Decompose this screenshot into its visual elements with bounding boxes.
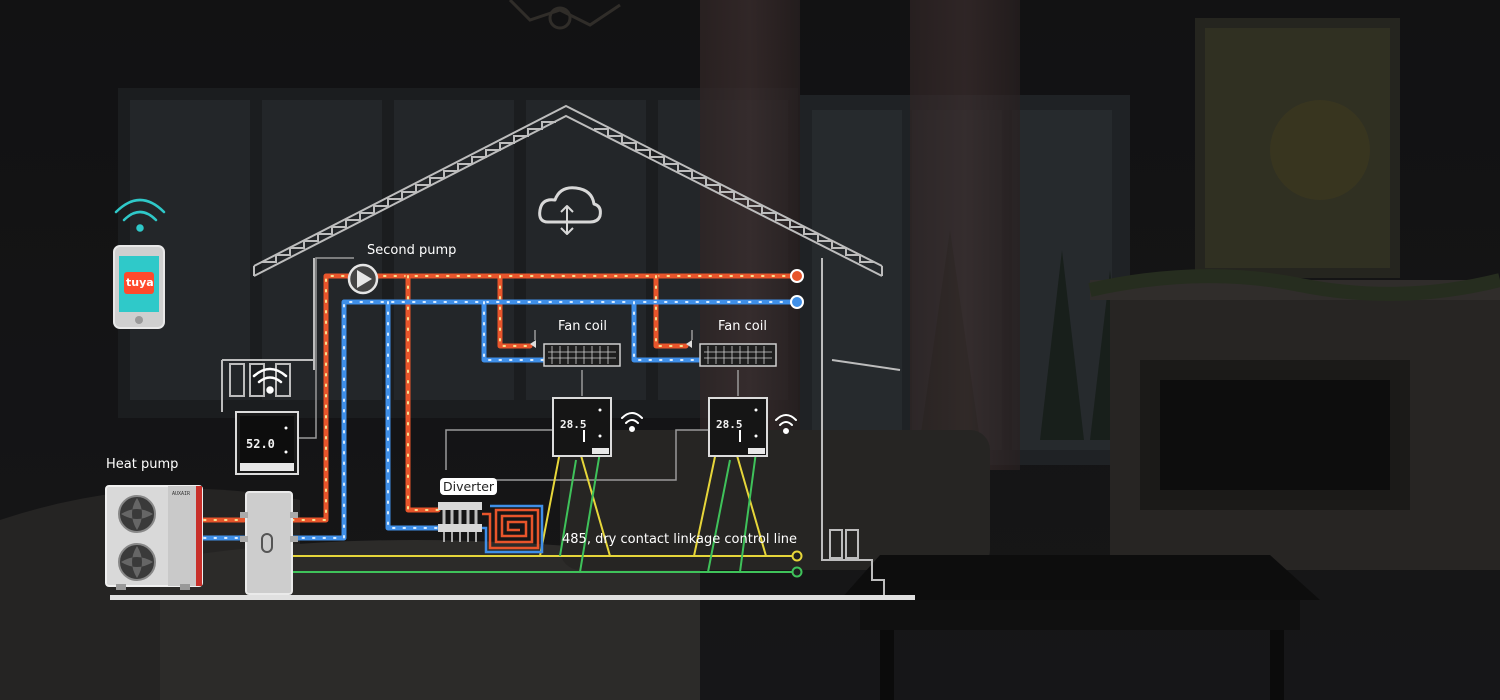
cloud-sync-icon xyxy=(538,186,602,235)
control-lines xyxy=(288,451,803,578)
floor-line xyxy=(110,595,915,600)
fan-coil-unit xyxy=(686,340,777,367)
signal-wires xyxy=(296,257,739,481)
main-thermostat-display: 52.0 xyxy=(246,437,275,451)
house-outline xyxy=(221,104,901,598)
heat-pump-brand: AUXAIR xyxy=(172,491,191,497)
pipe-end-caps xyxy=(790,269,804,309)
main-thermostat xyxy=(235,411,299,475)
wifi-icon xyxy=(252,367,288,394)
room-thermostat-display: 28.5 xyxy=(560,418,587,431)
cold-pipe-end-icon xyxy=(790,295,804,309)
tuya-app-logo: tuya xyxy=(126,276,154,289)
pump-icon xyxy=(347,263,379,295)
second-pump-label: Second pump xyxy=(367,243,457,258)
diverter-label: Diverter xyxy=(440,478,498,495)
hot-pipe-end-icon xyxy=(790,269,804,283)
buffer-tank xyxy=(240,491,298,595)
control-line-label: 485, dry contact linkage control line xyxy=(562,532,798,547)
fan-coil-label: Fan coil xyxy=(558,319,607,334)
room-thermostat xyxy=(708,397,768,457)
smartphone xyxy=(113,245,165,329)
wifi-icon xyxy=(621,412,643,432)
heat-pump-label: Heat pump xyxy=(106,457,179,472)
room-thermostat-display: 28.5 xyxy=(716,418,743,431)
floor-heating-loop xyxy=(482,504,544,554)
room-thermostat xyxy=(552,397,612,457)
wifi-icon xyxy=(114,198,166,232)
fan-coil-unit xyxy=(530,340,621,367)
heat-pump-unit xyxy=(105,485,203,590)
diverter-valve xyxy=(438,502,482,542)
wifi-icon xyxy=(775,414,797,434)
cold-return-pipe xyxy=(201,299,799,541)
fan-coil-label: Fan coil xyxy=(718,319,767,334)
hot-supply-pipe xyxy=(201,273,799,523)
